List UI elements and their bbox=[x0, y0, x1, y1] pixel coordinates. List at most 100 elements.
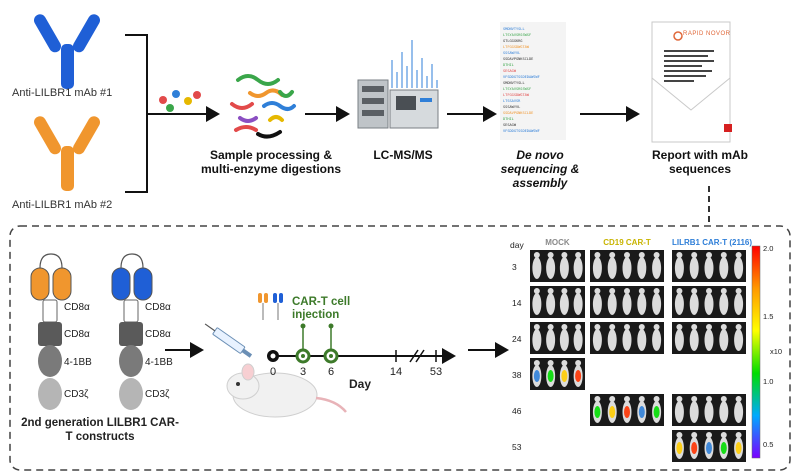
construct-1-domain-3: 4-1BB bbox=[64, 357, 92, 368]
mouse-head bbox=[547, 324, 554, 330]
mouse-silhouette bbox=[607, 293, 617, 315]
mouse-head bbox=[575, 324, 582, 330]
mouse-silhouette bbox=[652, 293, 662, 315]
car-t-cells-icon bbox=[258, 293, 283, 320]
mouse-head bbox=[676, 252, 683, 258]
mouse-head bbox=[533, 324, 540, 330]
imaging-row-day: 46 bbox=[512, 406, 522, 416]
mouse-head bbox=[676, 324, 683, 330]
mouse-silhouette bbox=[689, 401, 699, 423]
construct-1-domain-1: CD8α bbox=[64, 302, 90, 313]
signal-spot bbox=[561, 370, 568, 382]
mouse-silhouette bbox=[559, 257, 569, 279]
mouse-silhouette bbox=[607, 257, 617, 279]
mouse-silhouette bbox=[704, 401, 714, 423]
mouse-head bbox=[533, 360, 540, 366]
enzyme-icons bbox=[159, 90, 201, 112]
construct-2-domain-2: CD8α bbox=[145, 329, 171, 340]
car-construct-2-icon bbox=[111, 253, 153, 410]
imaging-group-label: CD19 CAR-T bbox=[603, 238, 651, 247]
mouse-silhouette bbox=[652, 257, 662, 279]
mouse-silhouette bbox=[719, 257, 729, 279]
svg-text:LTSYAVSRSSWSF: LTSYAVSRSSWSF bbox=[503, 87, 531, 91]
mouse-silhouette bbox=[622, 293, 632, 315]
svg-text:GTLGGGKRG: GTLGGGKRG bbox=[503, 39, 522, 43]
mouse-head bbox=[720, 324, 727, 330]
svg-text:VFSDDGTSSDEDAWSWF: VFSDDGTSSDEDAWSWF bbox=[503, 75, 540, 79]
svg-text:SSSAWYVL: SSSAWYVL bbox=[503, 51, 520, 55]
mouse-head bbox=[594, 396, 601, 402]
svg-text:SESAGW: SESAGW bbox=[503, 123, 517, 127]
scale-unit: x10 bbox=[770, 347, 783, 356]
mouse-silhouette bbox=[532, 329, 542, 351]
timeline-day-53: 53 bbox=[429, 366, 443, 378]
imaging-row-day: 3 bbox=[512, 262, 517, 272]
mouse-head bbox=[706, 252, 712, 258]
mouse-head bbox=[547, 360, 554, 366]
signal-spot bbox=[575, 370, 582, 382]
signal-spot bbox=[533, 370, 540, 382]
mouse-silhouette bbox=[734, 401, 744, 423]
svg-text:LTSYAVSRSSWSF: LTSYAVSRSSWSF bbox=[503, 33, 531, 37]
mouse-silhouette bbox=[719, 329, 729, 351]
timeline-day-14: 14 bbox=[389, 366, 403, 378]
signal-spot bbox=[691, 442, 698, 454]
mouse-silhouette bbox=[546, 293, 556, 315]
mouse-head bbox=[533, 288, 540, 294]
mouse-head bbox=[533, 252, 540, 258]
mouse-head bbox=[735, 432, 742, 438]
car-construct-1-icon bbox=[30, 253, 72, 410]
mouse-head bbox=[653, 252, 660, 258]
mouse-head bbox=[575, 252, 582, 258]
imaging-row-day: 38 bbox=[512, 370, 522, 380]
signal-spot bbox=[594, 406, 601, 418]
imaging-day-header: day bbox=[510, 240, 524, 250]
mouse-head bbox=[624, 396, 630, 402]
mouse-head bbox=[720, 396, 727, 402]
mouse-silhouette bbox=[674, 401, 684, 423]
imaging-group-label: MOCK bbox=[545, 238, 570, 247]
antibody-2-icon bbox=[34, 116, 100, 191]
mouse-silhouette bbox=[704, 257, 714, 279]
mouse-head bbox=[575, 360, 582, 366]
scale-tick-label: 0.5 bbox=[763, 440, 774, 449]
mouse-silhouette bbox=[652, 329, 662, 351]
mouse-head bbox=[624, 252, 630, 258]
in-vivo-panel-border bbox=[9, 225, 791, 471]
svg-text:LTFGGSDWGTAW: LTFGGSDWGTAW bbox=[503, 45, 530, 49]
step-report: Report with mAb sequences bbox=[652, 148, 748, 176]
mouse-silhouette bbox=[607, 329, 617, 351]
mouse-silhouette bbox=[637, 293, 647, 315]
svg-text:SSDAVPGNKSCLDE: SSDAVPGNKSCLDE bbox=[503, 57, 533, 61]
mouse-head bbox=[561, 288, 568, 294]
signal-spot bbox=[653, 406, 660, 418]
mouse-head bbox=[706, 324, 712, 330]
mouse-head bbox=[676, 396, 683, 402]
lc-ms-instrument-icon bbox=[357, 40, 439, 129]
mouse-silhouette bbox=[734, 329, 744, 351]
sequence-list-icon: SMDNVTYSLL LTSYAVSRSSWSF GTLGGGKRG LTFGG… bbox=[500, 22, 566, 140]
mouse-head bbox=[638, 288, 645, 294]
antibody-1-icon bbox=[34, 14, 100, 89]
mouse-head bbox=[676, 288, 683, 294]
mouse-silhouette bbox=[734, 293, 744, 315]
svg-text:DTHIL: DTHIL bbox=[503, 63, 514, 67]
report-envelope-icon bbox=[651, 21, 732, 143]
mouse-silhouette bbox=[592, 293, 602, 315]
step-sample-processing: Sample processing & multi-enzyme digesti… bbox=[200, 148, 342, 176]
construct-2-domain-3: 4-1BB bbox=[145, 357, 173, 368]
signal-spot bbox=[706, 442, 712, 454]
mouse-head bbox=[653, 288, 660, 294]
timeline-day-6: 6 bbox=[327, 366, 335, 378]
signal-spot bbox=[547, 370, 554, 382]
construct-2-domain-1: CD8α bbox=[145, 302, 171, 313]
mouse-silhouette bbox=[689, 293, 699, 315]
mouse-silhouette bbox=[592, 257, 602, 279]
heat-scale-bar bbox=[751, 245, 761, 459]
mouse-silhouette bbox=[532, 293, 542, 315]
mouse-silhouette bbox=[592, 329, 602, 351]
mouse-silhouette bbox=[704, 329, 714, 351]
mouse-silhouette bbox=[637, 329, 647, 351]
